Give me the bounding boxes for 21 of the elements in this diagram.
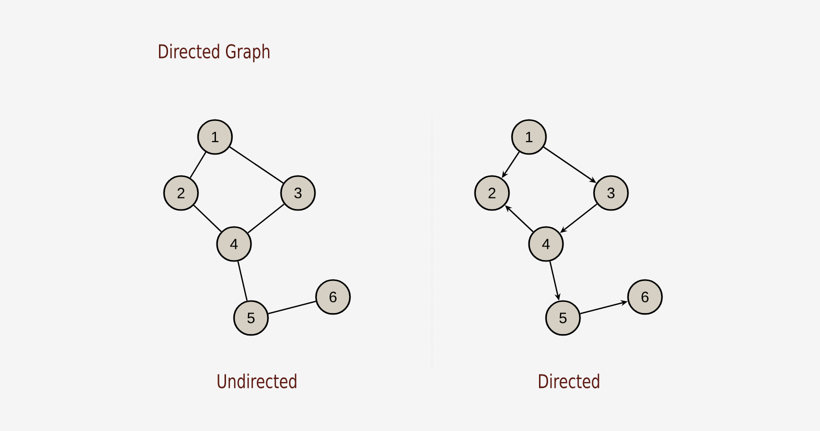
graph-vertex: 4 bbox=[528, 226, 564, 262]
title: Directed Graph bbox=[159, 44, 270, 62]
graph-vertex: 2 bbox=[474, 175, 510, 211]
graph-vertex: 1 bbox=[511, 119, 547, 155]
graph-caption: Undirected bbox=[218, 374, 296, 388]
graph-vertex: 5 bbox=[545, 300, 581, 336]
graph-vertex: 3 bbox=[280, 175, 316, 211]
graph-vertex: 4 bbox=[216, 226, 252, 262]
graph-vertex: 1 bbox=[197, 119, 233, 155]
graph-vertex: 5 bbox=[233, 300, 269, 336]
graph-vertex: 2 bbox=[163, 175, 199, 211]
edge-line bbox=[248, 204, 284, 234]
graph-vertex: 6 bbox=[627, 279, 663, 315]
edge-line bbox=[268, 300, 316, 314]
graph-vertex: 3 bbox=[593, 175, 629, 211]
edge-line bbox=[193, 204, 222, 232]
edge-line bbox=[190, 152, 206, 178]
graph-caption: Directed bbox=[539, 374, 600, 388]
edge-line bbox=[237, 261, 248, 301]
edge-line bbox=[229, 146, 284, 184]
graph-vertex: 6 bbox=[315, 279, 351, 315]
